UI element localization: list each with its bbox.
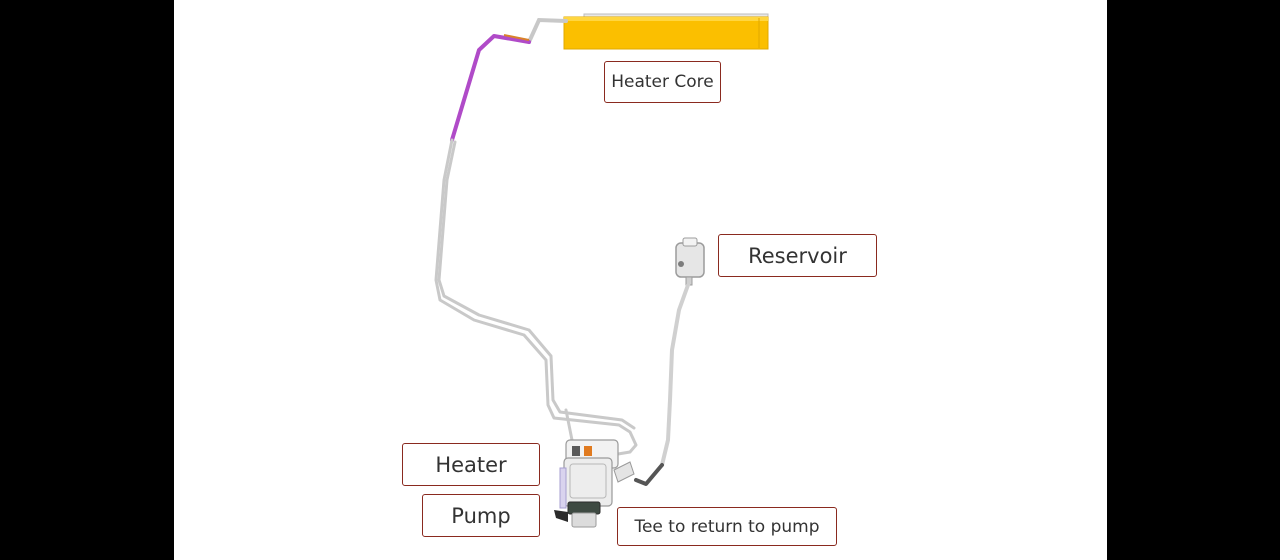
label-heater-core: Heater Core [604,61,721,103]
label-pump: Pump [422,494,540,537]
label-heater-text: Heater [435,452,507,477]
cooling-loop-diagram [434,13,769,528]
label-heater: Heater [402,443,540,486]
label-reservoir: Reservoir [718,234,877,277]
slide-canvas: Heater Core Reservoir Heater Pump Tee to… [174,0,1107,560]
reservoir-icon [675,237,705,286]
core-outlet-pipe [527,17,568,44]
label-pump-text: Pump [451,503,511,528]
label-heater-core-text: Heater Core [611,72,714,92]
heater-core-icon [563,13,769,50]
reservoir-return-pipe [660,283,690,467]
pump-assembly-icon [554,439,635,528]
supply-hose-accent [503,34,530,41]
return-hose [634,463,664,486]
label-tee: Tee to return to pump [617,507,837,546]
coolant-pipes [434,138,638,472]
label-reservoir-text: Reservoir [748,243,847,268]
label-tee-text: Tee to return to pump [634,516,820,537]
supply-hose [450,34,531,142]
